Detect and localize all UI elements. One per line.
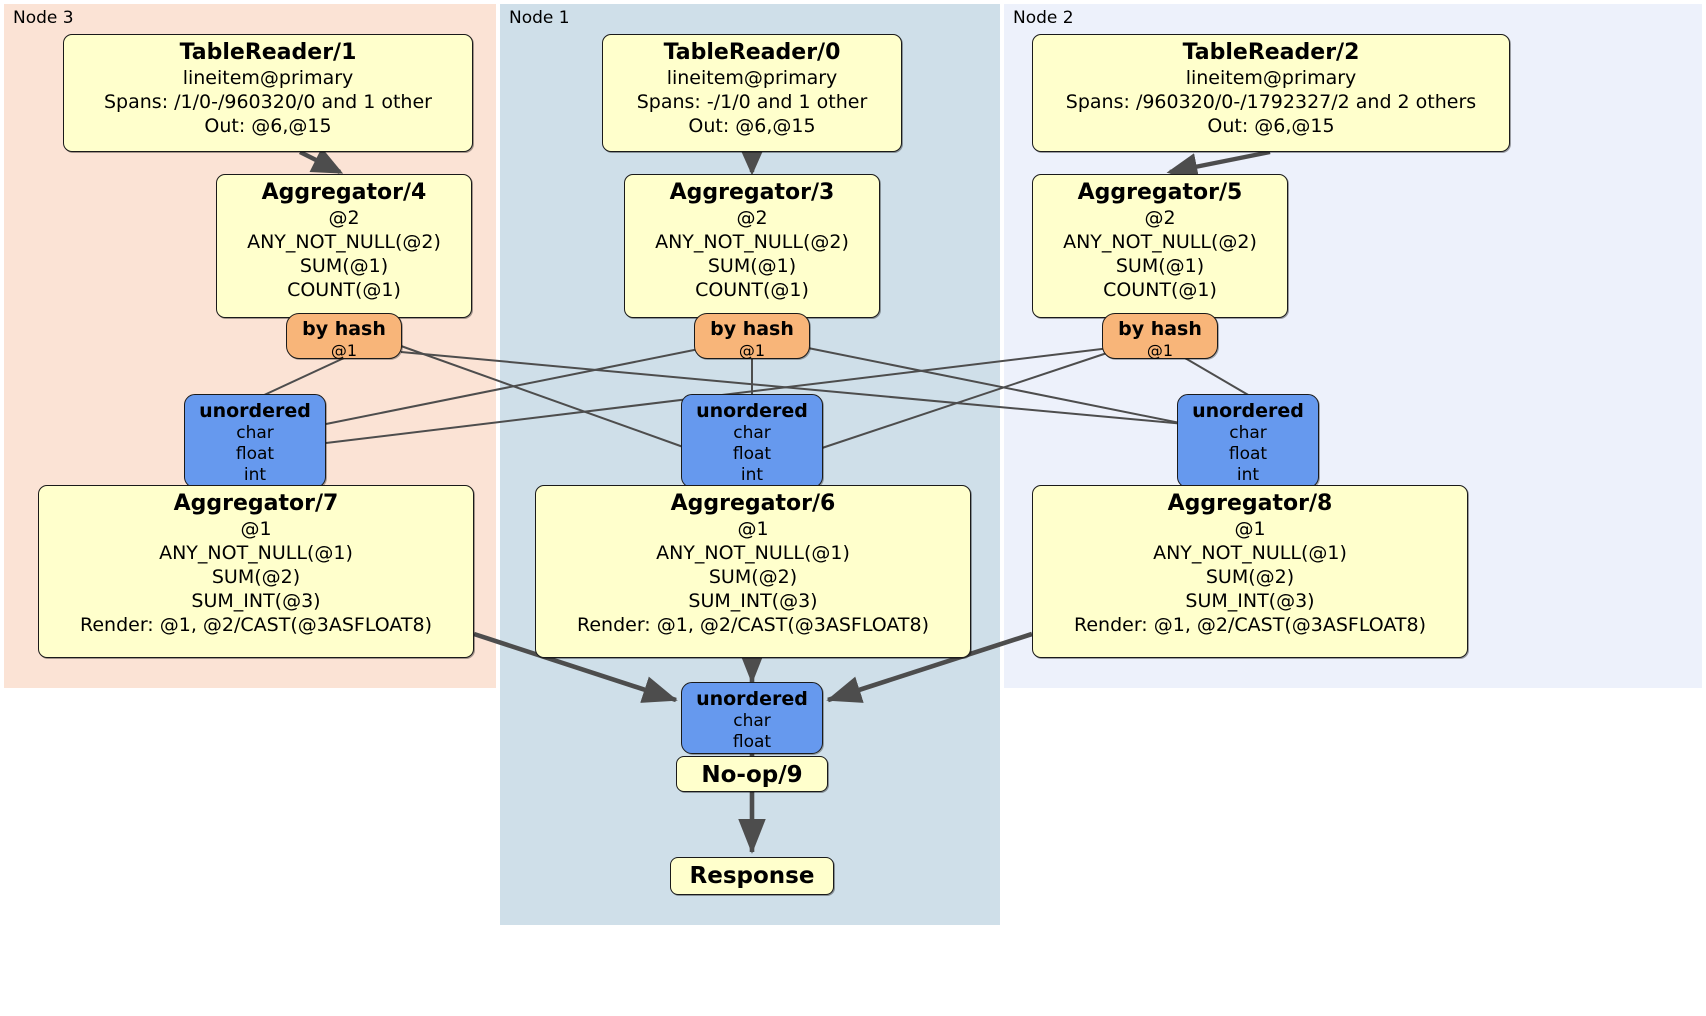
processor-detail-agg-0: ANY_NOT_NULL(@1) xyxy=(1153,541,1347,564)
processor-detail-agg-1: SUM(@1) xyxy=(1115,254,1205,277)
router-type-2: int xyxy=(1236,465,1260,486)
processor-noop-9[interactable]: No-op/9 xyxy=(676,756,828,792)
processor-tablereader-0[interactable]: TableReader/0 lineitem@primary Spans: -/… xyxy=(602,34,902,152)
router-type-1: float xyxy=(1228,444,1268,465)
router-type-0: char xyxy=(236,423,274,444)
processor-detail-agg-2: SUM_INT(@3) xyxy=(191,589,321,612)
output-router-by-hash-center[interactable]: by hash @1 xyxy=(694,313,810,360)
processor-detail-render: Render: @1, @2/CAST(@3ASFLOAT8) xyxy=(80,613,432,636)
processor-aggregator-5[interactable]: Aggregator/5 @2 ANY_NOT_NULL(@2) SUM(@1)… xyxy=(1032,174,1288,318)
processor-aggregator-3[interactable]: Aggregator/3 @2 ANY_NOT_NULL(@2) SUM(@1)… xyxy=(624,174,880,318)
node-panel-label-node2: Node 2 xyxy=(1013,8,1074,28)
processor-title: TableReader/2 xyxy=(1182,40,1360,65)
processor-title: Response xyxy=(689,863,815,889)
processor-detail-render: Render: @1, @2/CAST(@3ASFLOAT8) xyxy=(577,613,929,636)
processor-title: TableReader/0 xyxy=(663,40,841,65)
processor-detail-agg-1: SUM(@2) xyxy=(1205,565,1295,588)
processor-detail-agg-0: ANY_NOT_NULL(@2) xyxy=(1063,230,1257,253)
processor-aggregator-4[interactable]: Aggregator/4 @2 ANY_NOT_NULL(@2) SUM(@1)… xyxy=(216,174,472,318)
processor-detail-table: lineitem@primary xyxy=(1185,66,1357,89)
processor-title: Aggregator/8 xyxy=(1167,491,1333,516)
node-panel-label-node3: Node 3 xyxy=(13,8,74,28)
router-type-2: int xyxy=(243,465,267,486)
processor-detail-agg-2: SUM_INT(@3) xyxy=(1185,589,1315,612)
processor-detail-groupcol: @2 xyxy=(1144,206,1176,229)
processor-title: Aggregator/5 xyxy=(1077,180,1243,205)
processor-detail-groupcol: @2 xyxy=(328,206,360,229)
router-title: by hash xyxy=(302,318,386,340)
router-detail-column: @1 xyxy=(330,340,358,360)
router-type-0: char xyxy=(1229,423,1267,444)
processor-detail-agg-1: SUM(@2) xyxy=(211,565,301,588)
processor-detail-agg-2: COUNT(@1) xyxy=(1103,278,1217,301)
processor-detail-agg-2: COUNT(@1) xyxy=(695,278,809,301)
router-detail-column: @1 xyxy=(1146,340,1174,360)
processor-detail-agg-2: COUNT(@1) xyxy=(287,278,401,301)
router-title: unordered xyxy=(199,400,311,422)
processor-detail-agg-0: ANY_NOT_NULL(@2) xyxy=(655,230,849,253)
processor-detail-agg-0: ANY_NOT_NULL(@1) xyxy=(159,541,353,564)
processor-tablereader-2[interactable]: TableReader/2 lineitem@primary Spans: /9… xyxy=(1032,34,1510,152)
processor-detail-agg-2: SUM_INT(@3) xyxy=(688,589,818,612)
router-title: unordered xyxy=(1192,400,1304,422)
router-type-2: int xyxy=(740,465,764,486)
processor-title: Aggregator/6 xyxy=(670,491,836,516)
processor-detail-agg-0: ANY_NOT_NULL(@1) xyxy=(656,541,850,564)
processor-detail-table: lineitem@primary xyxy=(182,66,354,89)
output-router-by-hash-right[interactable]: by hash @1 xyxy=(1102,313,1218,360)
processor-title: TableReader/1 xyxy=(179,40,357,65)
processor-aggregator-8[interactable]: Aggregator/8 @1 ANY_NOT_NULL(@1) SUM(@2)… xyxy=(1032,485,1468,658)
router-type-0: char xyxy=(733,711,771,732)
processor-detail-agg-1: SUM(@2) xyxy=(708,565,798,588)
router-title: unordered xyxy=(696,400,808,422)
processor-detail-groupcol: @1 xyxy=(1234,517,1266,540)
processor-aggregator-6[interactable]: Aggregator/6 @1 ANY_NOT_NULL(@1) SUM(@2)… xyxy=(535,485,971,658)
router-type-1: float xyxy=(235,444,275,465)
input-sync-unordered-left[interactable]: unordered char float int xyxy=(184,394,326,488)
processor-detail-table: lineitem@primary xyxy=(666,66,838,89)
input-sync-unordered-center[interactable]: unordered char float int xyxy=(681,394,823,488)
router-title: by hash xyxy=(710,318,794,340)
processor-detail-render: Render: @1, @2/CAST(@3ASFLOAT8) xyxy=(1074,613,1426,636)
processor-detail-agg-1: SUM(@1) xyxy=(299,254,389,277)
router-detail-column: @1 xyxy=(738,340,766,360)
processor-detail-spans: Spans: /960320/0-/1792327/2 and 2 others xyxy=(1065,90,1477,113)
processor-response[interactable]: Response xyxy=(670,857,834,895)
processor-title: No-op/9 xyxy=(701,762,803,788)
processor-tablereader-1[interactable]: TableReader/1 lineitem@primary Spans: /1… xyxy=(63,34,473,152)
processor-detail-spans: Spans: -/1/0 and 1 other xyxy=(636,90,868,113)
processor-detail-out: Out: @6,@15 xyxy=(204,114,332,137)
node-panel-label-node1: Node 1 xyxy=(509,8,570,28)
router-type-0: char xyxy=(733,423,771,444)
processor-detail-groupcol: @2 xyxy=(736,206,768,229)
input-sync-unordered-final[interactable]: unordered char float xyxy=(681,682,823,754)
processor-detail-groupcol: @1 xyxy=(737,517,769,540)
processor-detail-out: Out: @6,@15 xyxy=(1207,114,1335,137)
processor-title: Aggregator/3 xyxy=(669,180,835,205)
processor-aggregator-7[interactable]: Aggregator/7 @1 ANY_NOT_NULL(@1) SUM(@2)… xyxy=(38,485,474,658)
processor-title: Aggregator/4 xyxy=(261,180,427,205)
router-type-1: float xyxy=(732,444,772,465)
router-type-1: float xyxy=(732,732,772,753)
processor-title: Aggregator/7 xyxy=(173,491,339,516)
processor-detail-spans: Spans: /1/0-/960320/0 and 1 other xyxy=(104,90,432,113)
processor-detail-agg-0: ANY_NOT_NULL(@2) xyxy=(247,230,441,253)
router-title: by hash xyxy=(1118,318,1202,340)
input-sync-unordered-right[interactable]: unordered char float int xyxy=(1177,394,1319,488)
processor-detail-agg-1: SUM(@1) xyxy=(707,254,797,277)
output-router-by-hash-left[interactable]: by hash @1 xyxy=(286,313,402,360)
processor-detail-groupcol: @1 xyxy=(240,517,272,540)
router-title: unordered xyxy=(696,688,808,710)
processor-detail-out: Out: @6,@15 xyxy=(688,114,816,137)
